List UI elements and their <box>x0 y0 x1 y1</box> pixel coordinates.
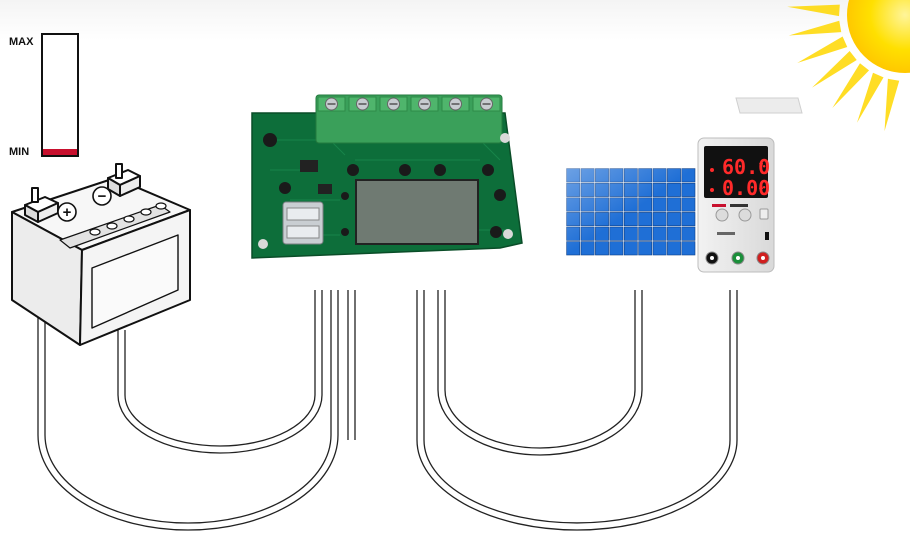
sun-ray <box>812 50 857 88</box>
psu-voltage-unit: V <box>759 162 764 170</box>
sun-ray <box>797 36 848 63</box>
cable-controller-to-psu <box>416 290 738 531</box>
usb-port <box>282 201 324 245</box>
sun-ray <box>884 78 900 132</box>
solar-panel-icon <box>566 168 696 256</box>
battery-negative-symbol: − <box>98 188 107 205</box>
lcd-screen <box>355 179 479 245</box>
psu-display <box>704 146 768 198</box>
battery-positive-symbol: + <box>63 204 72 221</box>
battery-icon <box>11 163 191 346</box>
sun-ray <box>857 72 884 123</box>
terminal-block <box>315 94 503 144</box>
gauge-min-label: MIN <box>9 146 29 158</box>
sun-ray <box>832 63 870 108</box>
psu-voltage-reading: 60.0 <box>722 155 770 179</box>
gauge-fill <box>43 149 77 155</box>
psu-current-reading: 0.00 <box>722 176 770 200</box>
sun-icon <box>787 0 910 132</box>
psu-current-unit: A <box>759 183 764 191</box>
controller-board <box>251 94 523 259</box>
psu-knob-voltage[interactable] <box>715 208 729 222</box>
power-supply-unit: 60.0 0.00 V A <box>697 97 803 273</box>
psu-switch[interactable] <box>759 208 769 220</box>
sun-ray <box>788 20 842 36</box>
sun-ray <box>787 4 840 17</box>
battery-level-gauge: MAX MIN <box>9 33 79 158</box>
cable-battery-to-controller <box>37 290 356 531</box>
gauge-max-label: MAX <box>9 36 34 48</box>
psu-knob-current[interactable] <box>738 208 752 222</box>
